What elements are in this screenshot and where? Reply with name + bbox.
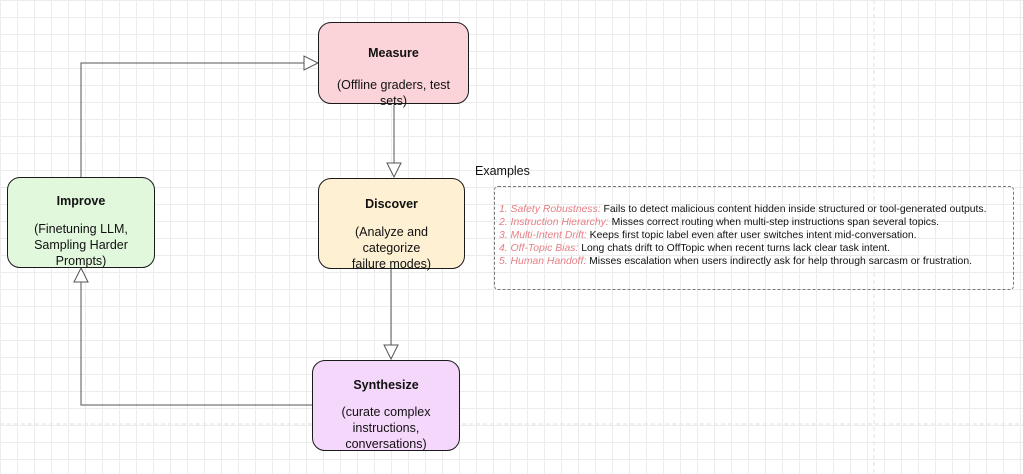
improve-title: Improve — [56, 194, 106, 208]
example-item: 3. Multi-Intent Drift: Keeps first topic… — [499, 229, 1013, 242]
edge-improve-to-measure — [80, 62, 304, 177]
edge-synthesize-to-improve-arrowhead — [73, 266, 89, 283]
examples-box[interactable]: 1. Safety Robustness: Fails to detect ma… — [494, 186, 1014, 290]
example-label: 3. Multi-Intent Drift: — [499, 230, 587, 241]
discover-node[interactable]: Discover (Analyze and categorize failure… — [318, 178, 465, 272]
example-item: 1. Safety Robustness: Fails to detect ma… — [499, 203, 1013, 216]
synthesize-description-line: (curate complex — [341, 405, 431, 419]
example-label: 2. Instruction Hierarchy: — [499, 217, 609, 228]
example-text: Misses escalation when users indirectly … — [586, 256, 972, 267]
example-item: 5. Human Handoff: Misses escalation when… — [499, 255, 1013, 268]
improve-description-line: Prompts) — [55, 254, 107, 268]
examples-heading: Examples — [475, 164, 530, 178]
example-item: 2. Instruction Hierarchy: Misses correct… — [499, 216, 1013, 229]
synthesize-description-line: instructions, — [352, 421, 420, 435]
example-label: 4. Off-Topic Bias: — [499, 243, 579, 254]
measure-description: (Offline graders, test sets) — [336, 78, 450, 108]
measure-node[interactable]: Measure (Offline graders, test sets) — [318, 22, 469, 108]
example-text: Long chats drift to OffTopic when recent… — [578, 243, 890, 254]
discover-description: (Analyze and categorize failure modes) — [325, 224, 458, 272]
synthesize-description: (curate complex instructions, conversati… — [319, 404, 453, 452]
example-text: Misses correct routing when multi-step i… — [608, 217, 940, 228]
discover-description-line: failure modes) — [351, 257, 432, 271]
discover-title: Discover — [365, 197, 418, 211]
synthesize-description-line: conversations) — [345, 437, 427, 451]
improve-description-line: (Finetuning LLM, — [34, 222, 128, 236]
edge-measure-to-discover-arrowhead — [386, 162, 402, 179]
edge-discover-to-synthesize-arrowhead — [383, 344, 399, 361]
measure-title: Measure — [368, 46, 419, 60]
edge-improve-to-measure-arrowhead — [303, 55, 320, 71]
example-text: Keeps first topic label even after user … — [586, 230, 917, 241]
synthesize-node[interactable]: Synthesize (curate complex instructions,… — [312, 360, 460, 451]
discover-description-line: (Analyze and categorize — [355, 225, 428, 255]
synthesize-title: Synthesize — [353, 378, 419, 392]
example-item: 4. Off-Topic Bias: Long chats drift to O… — [499, 242, 1013, 255]
edge-synthesize-to-improve — [80, 282, 312, 406]
example-label: 5. Human Handoff: — [499, 256, 587, 267]
improve-description-line: Sampling Harder — [34, 238, 128, 252]
improve-node[interactable]: Improve (Finetuning LLM, Sampling Harder… — [7, 177, 155, 268]
example-text: Fails to detect malicious content hidden… — [600, 204, 987, 215]
example-label: 1. Safety Robustness: — [499, 204, 601, 215]
improve-description: (Finetuning LLM, Sampling Harder Prompts… — [14, 221, 148, 269]
